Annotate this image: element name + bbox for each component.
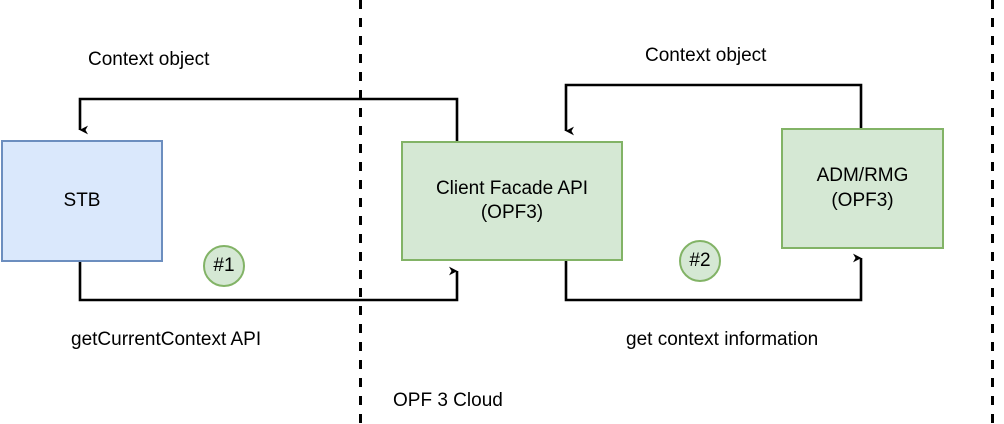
connector-context-object-return-left	[78, 97, 459, 141]
step-badge-1[interactable]: #1	[203, 245, 245, 287]
node-client-facade-api[interactable]: Client Facade API (OPF3)	[401, 141, 623, 261]
label-opf3-cloud: OPF 3 Cloud	[393, 390, 503, 411]
node-stb-label: STB	[63, 189, 101, 211]
node-adm-rmg-label: ADM/RMG (OPF3)	[816, 165, 909, 211]
connector-get-context-information-request	[564, 253, 863, 302]
label-get-context-information: get context information	[626, 329, 819, 350]
label-context-object-right: Context object	[645, 45, 767, 66]
connector-get-current-context-request	[78, 262, 459, 302]
step-badge-1-label: #1	[213, 255, 235, 276]
step-badge-2-label: #2	[689, 250, 711, 271]
node-stb[interactable]: STB	[1, 140, 163, 262]
label-context-object-left: Context object	[88, 49, 210, 70]
node-client-facade-api-label: Client Facade API (OPF3)	[435, 177, 589, 223]
node-adm-rmg[interactable]: ADM/RMG (OPF3)	[781, 128, 944, 249]
label-get-current-context-api: getCurrentContext API	[71, 329, 262, 350]
connector-context-object-return-right	[564, 83, 863, 136]
step-badge-2[interactable]: #2	[679, 240, 721, 282]
